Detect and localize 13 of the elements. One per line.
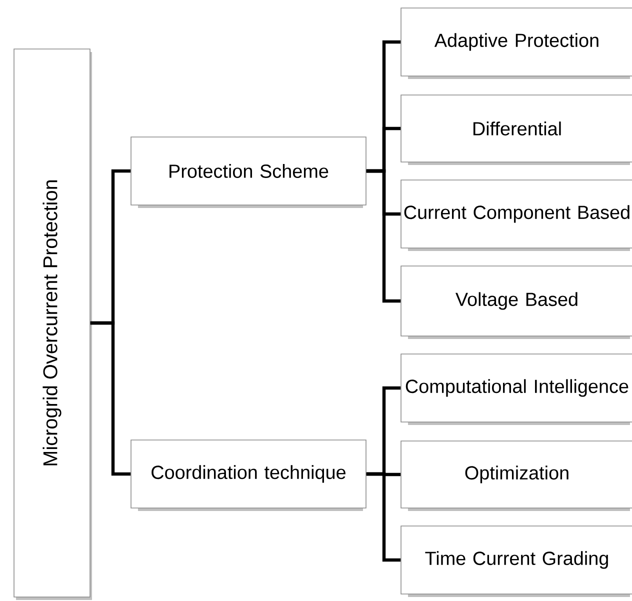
category-box: Protection Scheme bbox=[130, 136, 366, 208]
leaf-box: Optimization bbox=[400, 440, 632, 511]
leaf-box: Differential bbox=[400, 94, 632, 165]
leaf-box: Voltage Based bbox=[400, 266, 632, 339]
leaf-box: Time Current Grading bbox=[400, 526, 632, 597]
leaf-box: Current Component Based bbox=[400, 180, 632, 251]
leaf-box: Adaptive Protection bbox=[400, 8, 632, 79]
category-box: Coordination technique bbox=[130, 440, 366, 511]
root-box: Microgrid Overcurrent Protection bbox=[14, 48, 92, 600]
leaf-box: Computational Intelligence bbox=[400, 354, 632, 425]
connector bbox=[366, 169, 401, 303]
connector bbox=[366, 472, 401, 562]
connector bbox=[90, 321, 131, 476]
